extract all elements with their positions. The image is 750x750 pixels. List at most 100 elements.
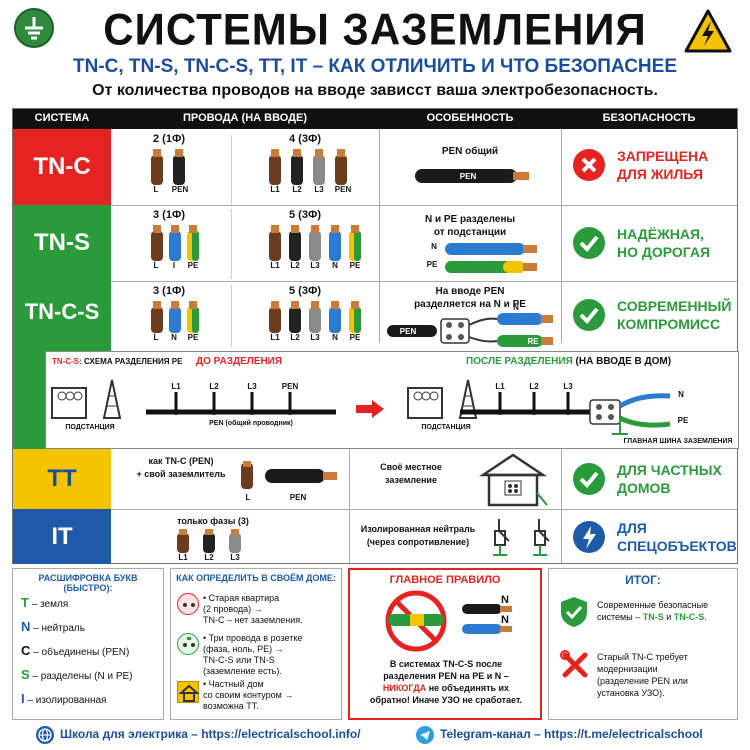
feature-text: PEN общий xyxy=(441,146,499,157)
pen-line-diagram xyxy=(146,392,336,415)
feature-text: Изолированная нейтраль(через сопротивлен… xyxy=(360,524,476,547)
main-bus-label: ГЛАВНАЯ ШИНА ЗАЗЕМЛЕНИЯ xyxy=(623,438,733,445)
tools-icon xyxy=(560,650,588,678)
wire-label: L1 xyxy=(270,333,280,342)
wire-label: L2 xyxy=(292,185,302,194)
check-icon xyxy=(573,299,605,331)
safety-verdict: НАДЁЖНАЯ,НО ДОРОГАЯ xyxy=(617,226,711,260)
system-cell-tn-c: TN-C xyxy=(13,129,111,205)
wire-label: PE xyxy=(187,333,199,342)
check-icon xyxy=(573,227,605,259)
scheme-before-title: ДО РАЗДЕЛЕНИЯ xyxy=(196,356,283,367)
column-header-safety: БЕЗОПАСНОСТЬ xyxy=(602,112,696,124)
legend-item: T – земля xyxy=(21,595,69,610)
column-header-wires: ПРОВОДА (НА ВВОДЕ) xyxy=(182,112,308,124)
substation-label: ПОДСТАНЦИЯ xyxy=(421,424,471,431)
column-header-feature: ОСОБЕННОСТЬ xyxy=(426,112,514,124)
summary-panel: ИТОГ: Современные безопасные системы – T… xyxy=(548,568,738,720)
house-icon xyxy=(177,681,200,703)
column-divider xyxy=(561,449,562,563)
wire-label: N xyxy=(171,333,177,342)
wire-label: PEN xyxy=(459,172,477,181)
legend-item: I – изолированная xyxy=(21,691,107,706)
pe-label: PE xyxy=(677,416,689,425)
wire-group-divider xyxy=(231,135,232,205)
system-cell-it: IT xyxy=(13,509,111,564)
wire-label: I xyxy=(172,261,176,270)
wire-bundle-icon xyxy=(151,149,185,185)
phase-label: L3 xyxy=(247,382,257,391)
wire-count-single: 3 (1Ф) xyxy=(153,285,186,297)
wire-label: PE xyxy=(187,261,199,270)
column-header-system: СИСТЕМА xyxy=(34,112,90,124)
n-label: N xyxy=(501,614,509,626)
main-rule-panel: ГЛАВНОЕ ПРАВИЛО N N В системах TN-C-S по… xyxy=(348,568,542,720)
wire-group-divider xyxy=(231,209,232,279)
wire-group-divider xyxy=(231,285,232,347)
wire-label: PEN xyxy=(334,185,352,194)
wire-label: L3 xyxy=(230,553,240,562)
wire-label: L3 xyxy=(310,261,320,270)
tt-wires-text: как TN-C (PEN)+ свой заземлитель xyxy=(136,456,226,479)
wire-label: N xyxy=(332,261,338,270)
forbidden-x-icon xyxy=(573,149,605,181)
wire-label: L3 xyxy=(314,185,324,194)
substation-label: ПОДСТАНЦИЯ xyxy=(65,424,115,431)
main-rule-text: В системах TN-C-S после разделения PEN н… xyxy=(369,659,523,705)
check-icon xyxy=(573,463,605,495)
page-subtitle: TN-C, TN-S, TN-C-S, TT, IT – КАК ОТЛИЧИТ… xyxy=(73,56,677,77)
pen-note: PEN (общий проводник) xyxy=(209,420,293,427)
n-label: N xyxy=(501,594,509,606)
high-voltage-warning-icon xyxy=(684,8,732,54)
telegram-link[interactable]: Telegram-канал – https://t.me/electrical… xyxy=(440,727,703,741)
wire-label: L xyxy=(153,185,159,194)
column-divider xyxy=(349,449,350,563)
column-divider xyxy=(379,129,380,243)
home-check-item: • Старая квартира(2 провода) →TN-C – нет… xyxy=(203,593,303,625)
shield-check-icon xyxy=(561,597,587,627)
scheme-after-title: ПОСЛЕ РАЗДЕЛЕНИЯ (НА ВВОДЕ В ДОМ) xyxy=(466,356,672,367)
split-line-diagram xyxy=(460,392,671,435)
legend-item: C – объединены (PEN) xyxy=(21,643,130,658)
table-header: СИСТЕМА ПРОВОДА (НА ВВОДЕ) ОСОБЕННОСТЬ Б… xyxy=(13,109,737,129)
letters-legend-panel: РАСШИФРОВКА БУКВ (БЫСТРО): T – земля N –… xyxy=(12,568,164,720)
home-check-item: • Три провода в розетке(фаза, ноль, PE) … xyxy=(203,633,303,676)
substation-icon xyxy=(407,379,478,419)
home-check-panel: КАК ОПРЕДЕЛИТЬ В СВОЁМ ДОМЕ: • Старая кв… xyxy=(170,568,342,720)
wire-label: N xyxy=(431,242,437,251)
wire-label: RE xyxy=(527,337,539,346)
legend-title: РАСШИФРОВКА БУКВ (БЫСТРО): xyxy=(38,573,138,593)
system-cell-tt: TT xyxy=(13,449,111,509)
wire-label: L3 xyxy=(310,333,320,342)
wire-label: PEN xyxy=(289,493,307,502)
row-divider xyxy=(111,205,737,206)
wire-count-three: 4 (3Ф) xyxy=(289,133,322,145)
wire-bundle-icon xyxy=(269,149,347,185)
phase-label: L1 xyxy=(495,382,505,391)
n-pe-cables-icon xyxy=(445,243,537,273)
tn-c-s-scheme-diagram: TN-C-S: СХЕМА РАЗДЕЛЕНИЯ PE ДО РАЗДЕЛЕНИ… xyxy=(45,351,739,449)
website-link[interactable]: Школа для электрика – https://electrical… xyxy=(60,727,361,741)
wire-label: L2 xyxy=(204,553,214,562)
house-ground-icon xyxy=(478,453,548,507)
wire-label: PEN xyxy=(171,185,189,194)
wire-count-single: 2 (1Ф) xyxy=(153,133,186,145)
wire-label: L xyxy=(153,261,159,270)
wire-label: L1 xyxy=(178,553,188,562)
wire-bundle-icon xyxy=(269,225,361,261)
wire-label: L xyxy=(245,493,251,502)
bottom-panels: РАСШИФРОВКА БУКВ (БЫСТРО): T – земля N –… xyxy=(12,568,738,720)
phase-label: L2 xyxy=(209,382,219,391)
telegram-icon xyxy=(416,726,434,744)
wire-bundle-icon xyxy=(177,529,241,553)
wire-label: L xyxy=(153,333,159,342)
wire-count-single: 3 (1Ф) xyxy=(153,209,186,221)
globe-icon xyxy=(36,726,54,744)
system-cell-tn-s: TN-S xyxy=(13,205,111,281)
n-label: N xyxy=(678,390,684,399)
